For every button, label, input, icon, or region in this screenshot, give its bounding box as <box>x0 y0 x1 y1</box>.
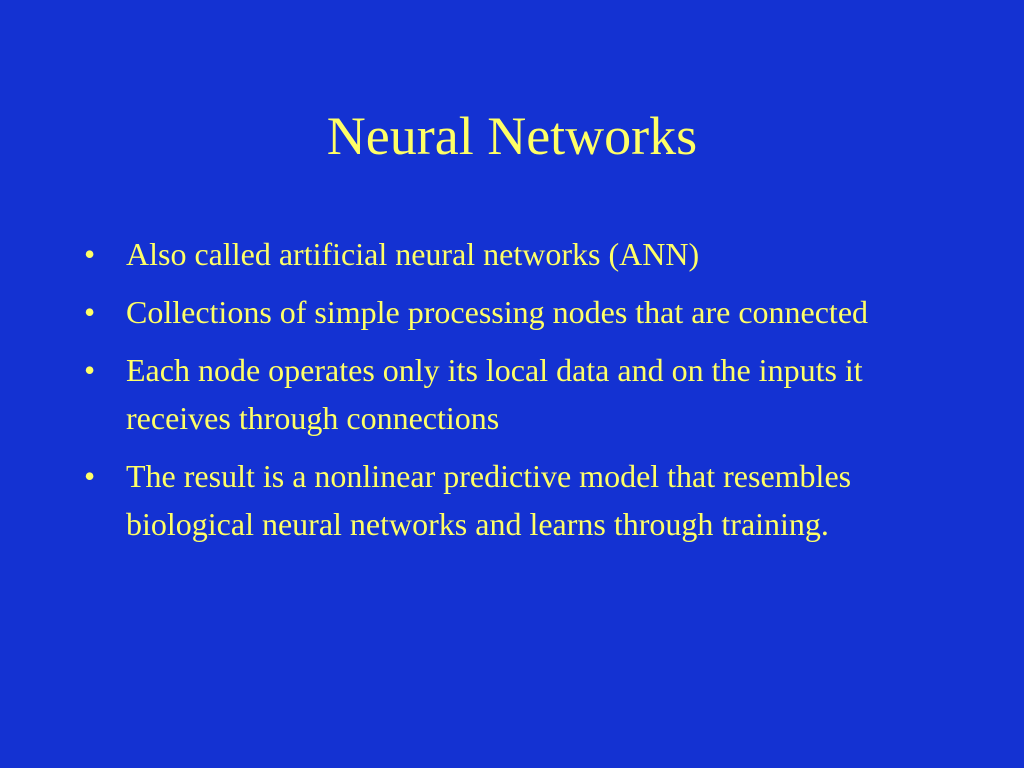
bullet-text: Collections of simple processing nodes t… <box>126 294 869 330</box>
slide-title: Neural Networks <box>326 106 698 166</box>
bullet-item: • Collections of simple processing nodes… <box>84 288 964 336</box>
bullet-text: Each node operates only its local data a… <box>126 352 863 436</box>
bullet-text: Also called artificial neural networks (… <box>126 236 700 272</box>
bullet-item: • Each node operates only its local data… <box>84 346 964 442</box>
bullet-marker: • <box>84 236 96 272</box>
bullet-text: The result is a nonlinear predictive mod… <box>126 458 852 542</box>
bullet-marker: • <box>84 458 96 494</box>
bullet-item: • Also called artificial neural networks… <box>84 230 964 278</box>
bullet-list: • Also called artificial neural networks… <box>84 230 964 558</box>
bullet-item: • The result is a nonlinear predictive m… <box>84 452 964 548</box>
bullet-marker: • <box>84 352 96 388</box>
bullet-marker: • <box>84 294 96 330</box>
